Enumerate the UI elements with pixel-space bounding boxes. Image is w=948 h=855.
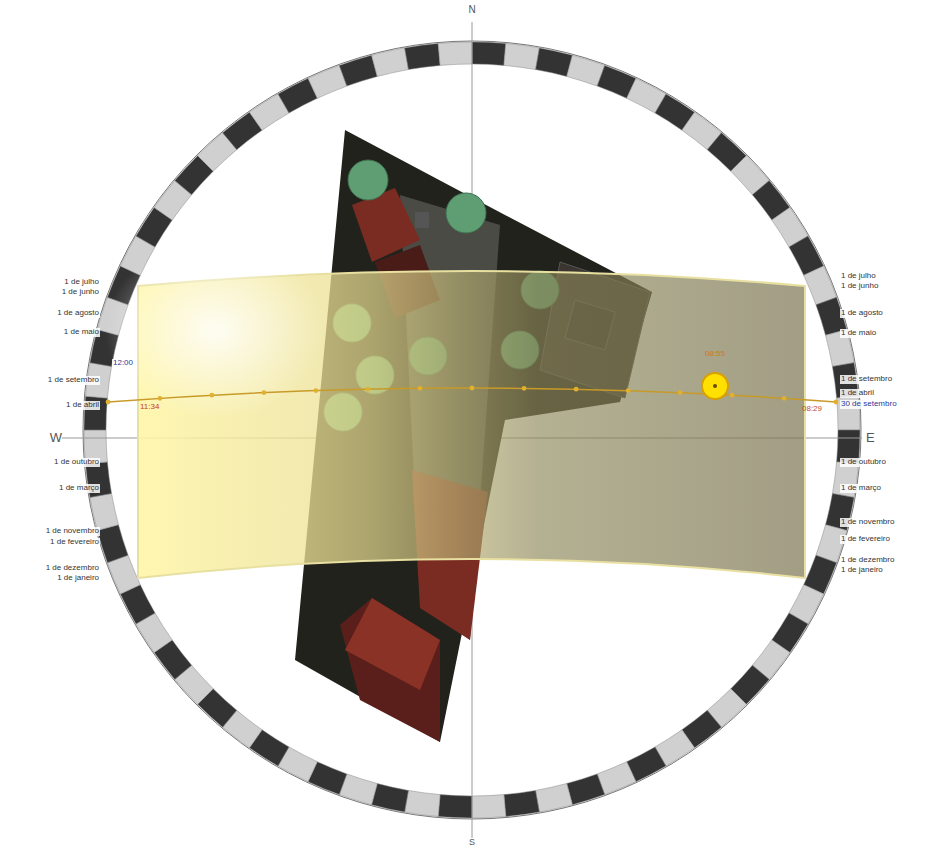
light-glow [105,240,325,420]
hour-dot [678,390,683,395]
compass-letter: N [468,4,475,15]
hour-dot [106,400,111,405]
hour-dot [782,396,787,401]
date-label: 1 de agosto [56,309,100,318]
ring-segment [339,55,377,86]
compass-letter: E [866,431,875,445]
hour-dot [574,387,579,392]
hour-dot [522,386,527,391]
hour-dot [470,386,475,391]
roof [345,598,440,690]
ring-segment [504,43,539,69]
hour-dot [366,387,371,392]
ring-segment [405,790,440,816]
date-label: 1 de dezembro [45,564,100,573]
ring-segment [438,42,472,65]
sun-symbol [702,373,728,399]
date-label: 1 de outubro [53,458,100,467]
date-label: 1 de agosto [840,309,884,318]
hour-dot [209,393,214,398]
ring-segment [90,494,119,531]
date-label: 1 de junho [840,282,879,291]
ring-segment [372,784,409,813]
ring-segment [97,525,128,563]
hour-dot [626,388,631,393]
hour-dot [313,388,318,393]
date-label: 1 de abril [840,389,875,398]
date-label: 1 de setembro [840,375,893,384]
hour-dot [730,393,735,398]
ring-segment [472,42,506,65]
date-label: 1 de janeiro [56,574,100,583]
date-label: 1 de maio [63,328,100,337]
date-label: 1 de novembro [840,518,895,527]
roof [340,598,440,742]
compass-letter: S [469,838,475,848]
date-label: 1 de maio [840,329,877,338]
ring-segment [472,795,506,818]
chimney [415,212,429,228]
ring-segment [567,774,605,805]
time-label: 08:29 [802,405,822,414]
date-label: 1 de julho [840,272,877,281]
ring-segment [536,784,573,813]
date-label: 1 de fevereiro [49,538,100,547]
compass-letter: W [50,431,62,445]
date-label: 1 de fevereiro [840,535,891,544]
ring-segment [504,790,539,816]
sun-center [713,384,717,388]
hour-dot [834,400,839,405]
ring-segment [438,795,472,818]
time-label: 08:55 [705,350,725,359]
date-label: 1 de dezembro [840,556,895,565]
ring-segment [405,43,440,69]
date-label: 1 de julho [63,278,100,287]
date-label: 1 de março [840,484,882,493]
ring-segment [536,48,573,77]
hour-dot [261,390,266,395]
date-label: 1 de novembro [45,527,100,536]
time-label: 12:00 [112,359,134,368]
date-label: 1 de janeiro [840,566,884,575]
ring-segment [372,48,409,77]
date-label: 1 de março [58,484,100,493]
date-label: 1 de setembro [47,376,100,385]
date-label: 1 de abril [65,401,100,410]
hour-dot [158,396,163,401]
time-label: 11:34 [140,403,159,412]
hour-dot [418,386,423,391]
date-label: 30 de setembro [840,400,898,409]
date-label: 1 de junho [61,288,100,297]
date-label: 1 de outubro [840,458,887,467]
